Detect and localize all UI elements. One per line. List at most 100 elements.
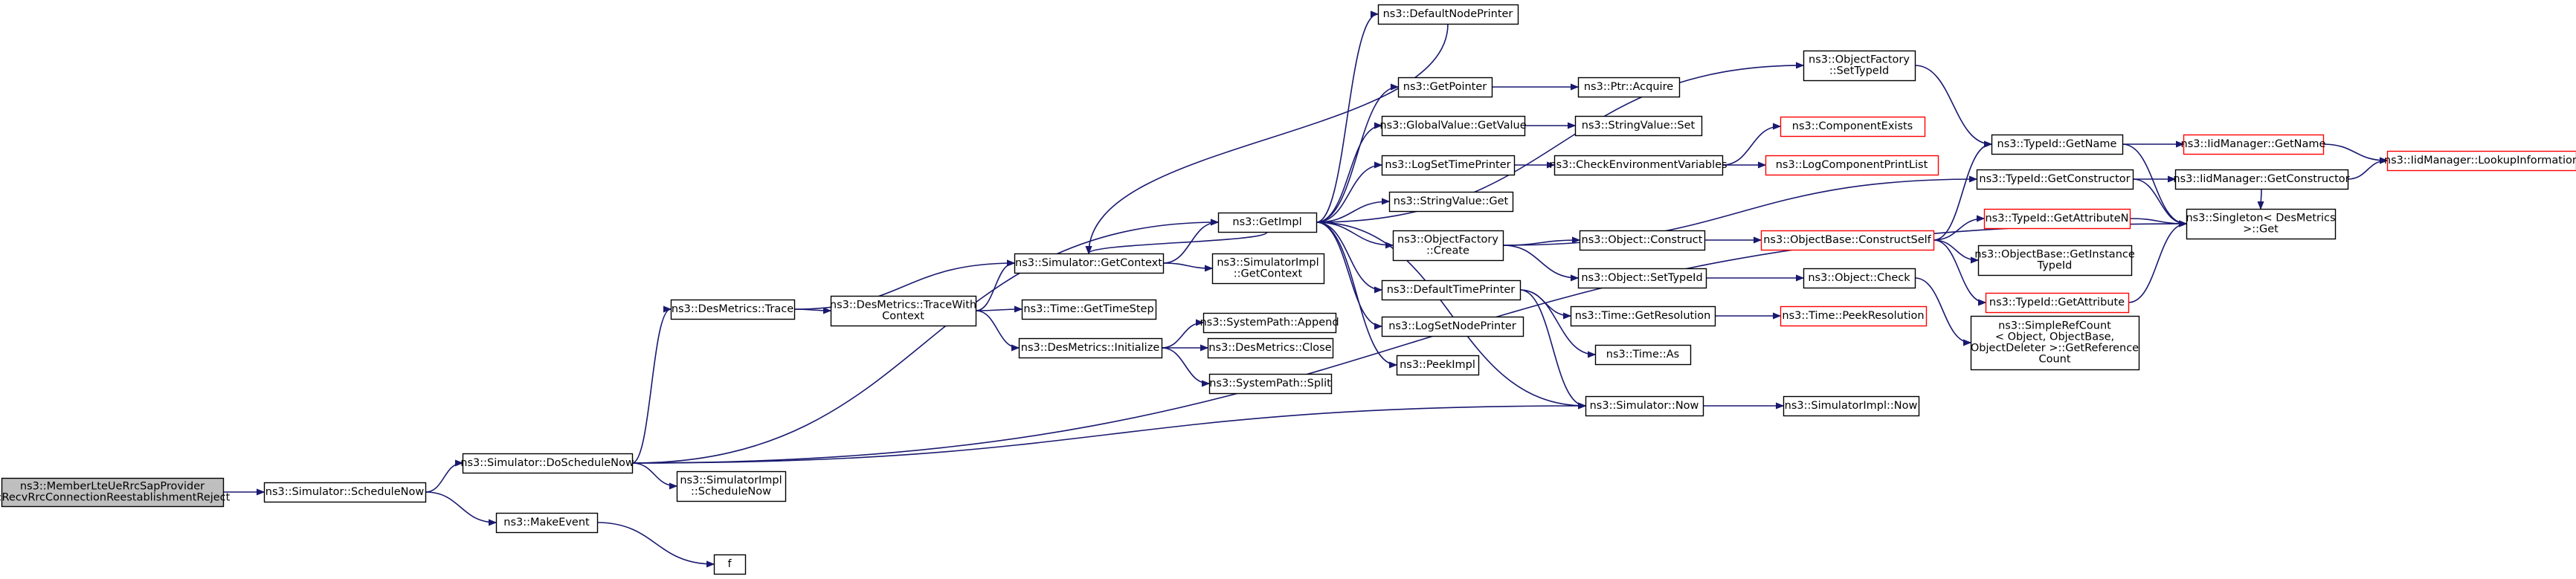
node-root[interactable]: ns3::MemberLteUeRrcSapProvider::RecvRrcC… xyxy=(0,477,231,508)
node-f[interactable]: f xyxy=(713,554,747,575)
node-doScheduleNow[interactable]: ns3::Simulator::DoScheduleNow xyxy=(460,453,634,474)
node-label: ns3::SimulatorImpl::Now xyxy=(1785,400,1918,412)
node-getTimeStep[interactable]: ns3::Time::GetTimeStep xyxy=(1021,299,1157,320)
node-ptrAcquire[interactable]: ns3::Ptr::Acquire xyxy=(1577,77,1681,98)
node-box xyxy=(1381,155,1516,176)
node-box xyxy=(1397,77,1493,98)
node-label: ns3::DefaultTimePrinter xyxy=(1387,284,1515,296)
edge-getImpl-to-logSetNodePrinter xyxy=(1316,221,1382,326)
node-label: ns3::ObjectBase::ConstructSelf xyxy=(1763,234,1931,246)
edge-objCheck-to-simpleRefCount xyxy=(1914,277,1971,343)
node-box xyxy=(830,295,977,327)
node-defaultNodePrinter[interactable]: ns3::DefaultNodePrinter xyxy=(1377,4,1519,25)
node-logSetNodePrinter[interactable]: ns3::LogSetNodePrinter xyxy=(1381,316,1524,337)
node-label: ns3::SimulatorImpl xyxy=(1217,257,1318,269)
edge-layer xyxy=(223,14,2388,564)
node-box xyxy=(1377,4,1519,25)
node-spSplit[interactable]: ns3::SystemPath::Split xyxy=(1208,373,1333,395)
node-objCheck[interactable]: ns3::Object::Check xyxy=(1803,268,1916,289)
node-label: ns3::SystemPath::Split xyxy=(1209,378,1331,389)
node-label: ns3::MakeEvent xyxy=(503,517,590,528)
node-label: ns3::IidManager::GetName xyxy=(2181,138,2326,150)
node-iidGetConstructor[interactable]: ns3::IidManager::GetConstructor xyxy=(2173,169,2350,190)
node-iidGetName[interactable]: ns3::IidManager::GetName xyxy=(2181,134,2326,155)
edge-iidGetConstructor-to-iidLookup xyxy=(2347,161,2388,180)
node-objConstruct[interactable]: ns3::Object::Construct xyxy=(1579,230,1706,251)
node-makeEvent[interactable]: ns3::MakeEvent xyxy=(495,512,599,534)
node-scheduleNow[interactable]: ns3::Simulator::ScheduleNow xyxy=(263,482,427,503)
node-desInit[interactable]: ns3::DesMetrics::Initialize xyxy=(1018,337,1163,359)
node-box xyxy=(495,512,599,534)
node-label: ns3::DesMetrics::Initialize xyxy=(1021,342,1160,354)
node-peekResolution[interactable]: ns3::Time::PeekResolution xyxy=(1780,305,1928,327)
node-label: ns3::PeekImpl xyxy=(1400,359,1475,371)
node-box xyxy=(1018,337,1163,359)
node-box xyxy=(1014,253,1165,274)
node-stringValueGet[interactable]: ns3::StringValue::Get xyxy=(1388,191,1514,213)
node-peekImpl[interactable]: ns3::PeekImpl xyxy=(1396,355,1480,376)
node-typeIdGetName[interactable]: ns3::TypeId::GetName xyxy=(1991,134,2124,155)
node-gvGetValue[interactable]: ns3::GlobalValue::GetValue xyxy=(1379,115,1527,137)
node-box xyxy=(1977,245,2133,276)
node-getContext[interactable]: ns3::Simulator::GetContext xyxy=(1014,253,1165,274)
node-label: ns3::Simulator::DoScheduleNow xyxy=(460,457,634,469)
node-objSetTypeId[interactable]: ns3::Object::SetTypeId xyxy=(1577,268,1707,289)
node-label: Count xyxy=(2038,354,2070,366)
node-label: ns3::Time::GetTimeStep xyxy=(1023,303,1153,315)
node-logSetTimePrinter[interactable]: ns3::LogSetTimePrinter xyxy=(1381,155,1516,176)
node-box xyxy=(2186,208,2337,240)
node-timeGetResolution[interactable]: ns3::Time::GetResolution xyxy=(1570,305,1716,327)
node-label: ns3::Time::As xyxy=(1606,349,1679,360)
node-spAppend[interactable]: ns3::SystemPath::Append xyxy=(1200,312,1339,334)
node-box xyxy=(713,554,747,575)
node-simpleRefCount[interactable]: ns3::SimpleRefCount< Object, ObjectBase,… xyxy=(1970,315,2140,371)
node-typeIdGetConstructor[interactable]: ns3::TypeId::GetConstructor xyxy=(1976,169,2134,190)
edge-defaultTimePrinter-to-timeAs xyxy=(1519,289,1595,355)
node-objFactoryCreate[interactable]: ns3::ObjectFactory::Create xyxy=(1392,230,1504,262)
node-simNow[interactable]: ns3::Simulator::Now xyxy=(1585,395,1704,417)
node-stringValueSet[interactable]: ns3::StringValue::Set xyxy=(1574,115,1703,137)
node-box xyxy=(1021,299,1157,320)
node-label: ns3::GlobalValue::GetValue xyxy=(1379,120,1526,132)
node-singletonGet[interactable]: ns3::Singleton< DesMetrics>::Get xyxy=(2186,208,2337,240)
node-timeAs[interactable]: ns3::Time::As xyxy=(1594,344,1692,366)
node-box xyxy=(1211,253,1325,285)
node-getImpl[interactable]: ns3::GetImpl xyxy=(1217,212,1318,233)
node-label: ns3::MemberLteUeRrcSapProvider xyxy=(20,481,205,493)
node-typeIdGetAttribute[interactable]: ns3::TypeId::GetAttribute xyxy=(1985,292,2130,314)
node-defaultTimePrinter[interactable]: ns3::DefaultTimePrinter xyxy=(1381,279,1522,301)
node-box xyxy=(1760,230,1935,251)
node-label: ns3::GetImpl xyxy=(1232,216,1301,228)
node-label: ns3::SystemPath::Append xyxy=(1200,317,1339,329)
node-box xyxy=(1765,155,1939,176)
node-box xyxy=(1983,208,2131,230)
node-implGetContext[interactable]: ns3::SimulatorImpl::GetContext xyxy=(1211,253,1325,285)
node-box xyxy=(1574,115,1703,137)
edge-getImpl-to-objFactorySetTypeId xyxy=(1316,65,1803,223)
node-box xyxy=(1783,395,1920,417)
node-typeIdGetAttributeN[interactable]: ns3::TypeId::GetAttributeN xyxy=(1983,208,2131,230)
node-checkEnvVars[interactable]: ns3::CheckEnvironmentVariables xyxy=(1549,155,1727,176)
node-label: f xyxy=(727,558,732,570)
node-label: ns3::Singleton< DesMetrics xyxy=(2186,213,2335,224)
node-label: ns3::CheckEnvironmentVariables xyxy=(1549,159,1727,171)
node-implScheduleNow[interactable]: ns3::SimulatorImpl::ScheduleNow xyxy=(676,470,787,502)
node-label: >::Get xyxy=(2243,224,2279,236)
node-logComponentPrintList[interactable]: ns3::LogComponentPrintList xyxy=(1765,155,1939,176)
node-implNow[interactable]: ns3::SimulatorImpl::Now xyxy=(1783,395,1920,417)
node-label: ns3::ObjectFactory xyxy=(1397,234,1498,246)
node-label: ::Create xyxy=(1426,245,1469,257)
node-box xyxy=(1803,268,1916,289)
node-desClose[interactable]: ns3::DesMetrics::Close xyxy=(1207,337,1334,359)
node-getPointer[interactable]: ns3::GetPointer xyxy=(1397,77,1493,98)
node-componentExists[interactable]: ns3::ComponentExists xyxy=(1780,116,1926,138)
node-label: ns3::DesMetrics::Trace xyxy=(672,303,793,315)
node-box xyxy=(1553,155,1724,176)
node-label: Context xyxy=(882,311,924,323)
node-constructSelf[interactable]: ns3::ObjectBase::ConstructSelf xyxy=(1760,230,1935,251)
node-objFactorySetTypeId[interactable]: ns3::ObjectFactory::SetTypeId xyxy=(1803,50,1916,82)
node-desTrace[interactable]: ns3::DesMetrics::Trace xyxy=(670,299,796,320)
node-iidLookup[interactable]: ns3::IidManager::LookupInformation xyxy=(2384,150,2576,172)
